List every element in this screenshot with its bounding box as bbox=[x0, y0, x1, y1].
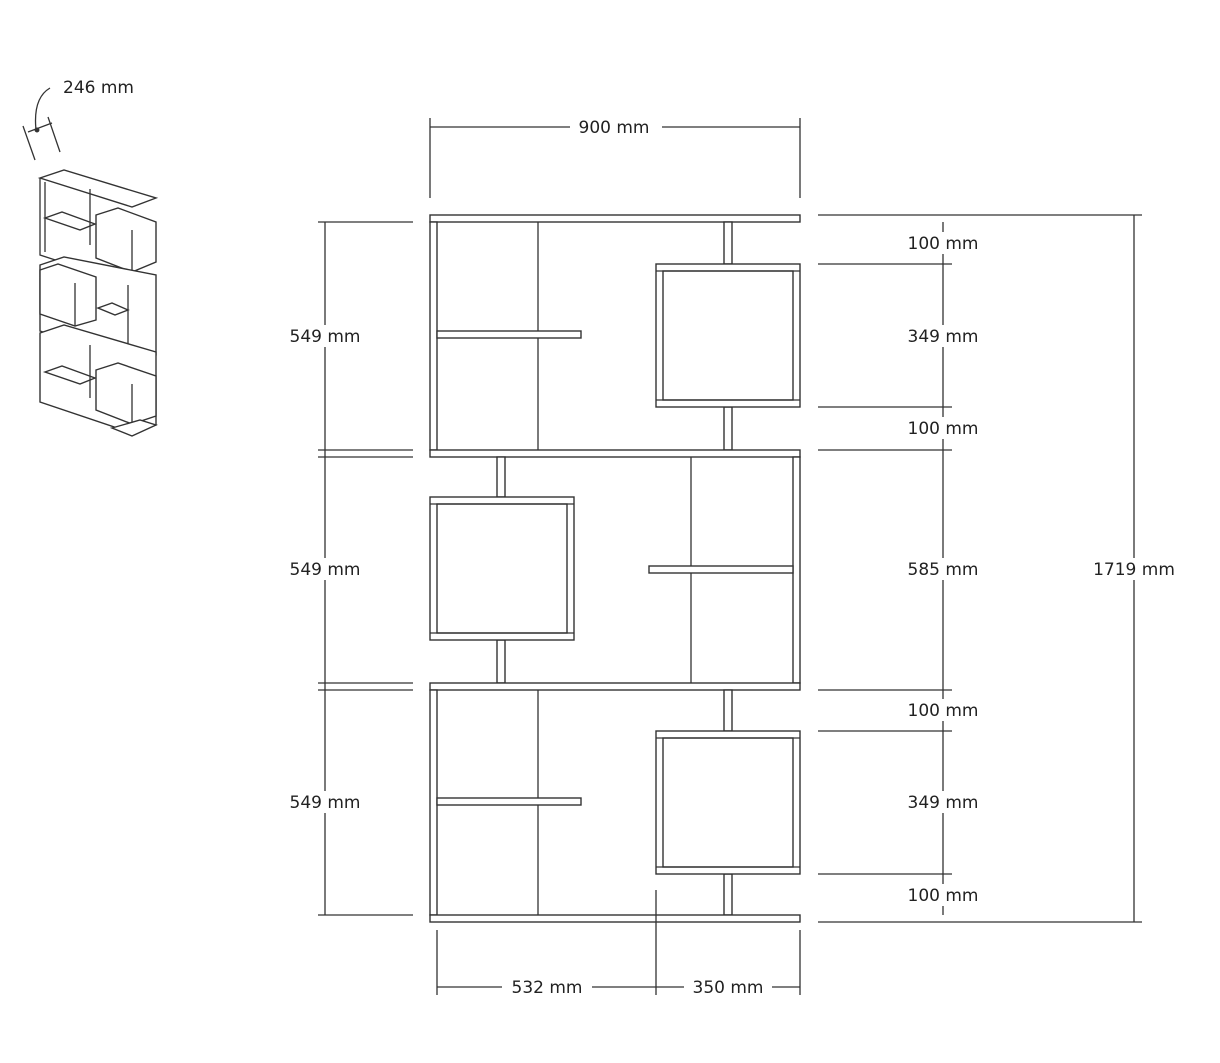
right-height-label: 100 mm bbox=[908, 701, 979, 721]
top-board bbox=[429, 214, 801, 223]
post bbox=[723, 221, 733, 265]
post bbox=[723, 873, 733, 916]
left-height-label: 549 mm bbox=[290, 560, 361, 580]
module-3 bbox=[429, 689, 801, 916]
depth-ext-right bbox=[47, 116, 61, 153]
bottom-width-label: 350 mm bbox=[693, 978, 764, 998]
depth-line bbox=[27, 122, 53, 133]
iso-module-top bbox=[37, 169, 159, 286]
shelf bbox=[648, 565, 794, 574]
iso-module-bottom bbox=[39, 324, 158, 437]
shelf bbox=[436, 330, 582, 339]
module-2 bbox=[429, 456, 801, 684]
bottom-board bbox=[429, 914, 801, 923]
right-height-label: 100 mm bbox=[908, 234, 979, 254]
left-height-label: 549 mm bbox=[290, 327, 361, 347]
post bbox=[723, 406, 733, 451]
post bbox=[723, 689, 733, 732]
left-panel bbox=[429, 689, 438, 916]
shelf bbox=[436, 797, 582, 806]
left-height-label: 549 mm bbox=[290, 793, 361, 813]
front-view bbox=[429, 214, 801, 923]
right-height-label: 100 mm bbox=[908, 419, 979, 439]
post bbox=[496, 639, 506, 684]
right-height-label: 585 mm bbox=[908, 560, 979, 580]
depth-leader bbox=[34, 87, 51, 131]
post bbox=[496, 456, 506, 498]
middle-board-2 bbox=[429, 682, 801, 691]
right-panel bbox=[792, 456, 801, 684]
total-height-label: 1719 mm bbox=[1093, 560, 1175, 580]
left-panel bbox=[429, 221, 438, 451]
bottom-width-label: 532 mm bbox=[512, 978, 583, 998]
module-1 bbox=[429, 214, 801, 451]
depth-ext-left bbox=[22, 125, 36, 161]
right-height-label: 349 mm bbox=[908, 327, 979, 347]
width-label: 900 mm bbox=[579, 118, 650, 138]
middle-board-1 bbox=[429, 449, 801, 458]
depth-dot bbox=[34, 127, 40, 133]
isometric-view bbox=[22, 87, 159, 437]
right-height-label: 100 mm bbox=[908, 886, 979, 906]
depth-label: 246 mm bbox=[63, 78, 134, 98]
right-height-label: 349 mm bbox=[908, 793, 979, 813]
